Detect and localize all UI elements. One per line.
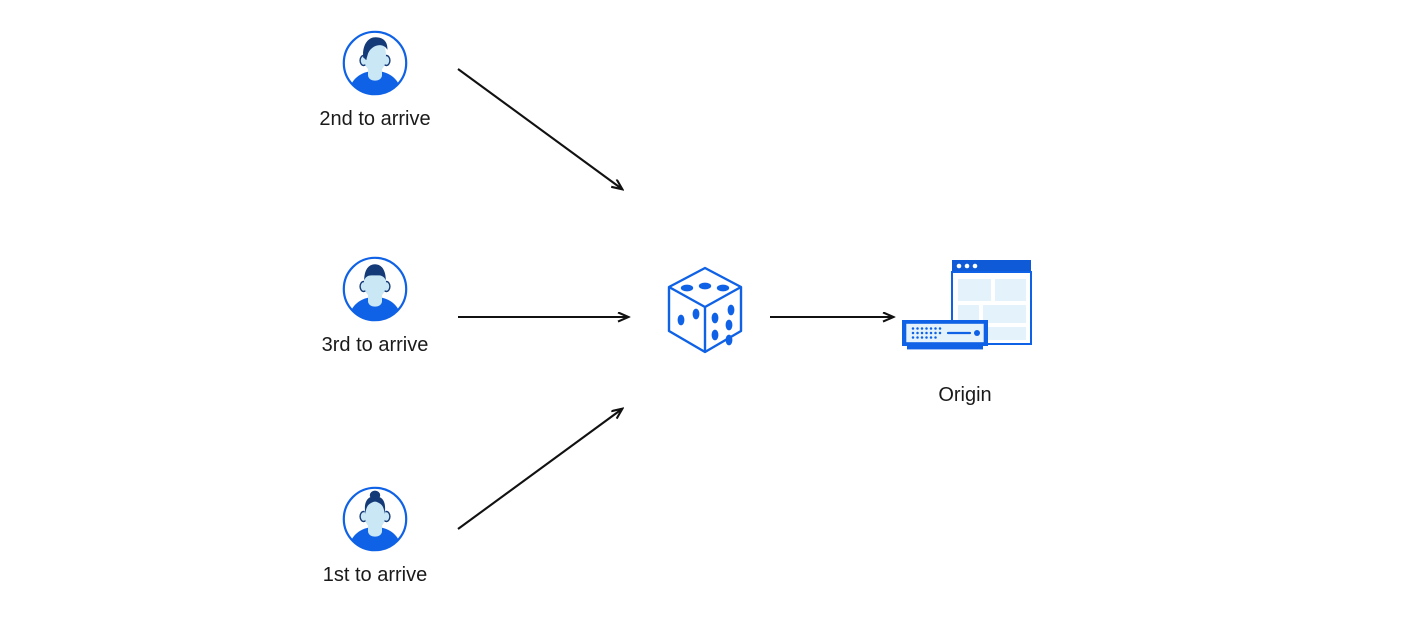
node-visitor-1st[interactable]: 1st to arrive: [285, 486, 465, 588]
user-avatar-icon: [342, 486, 408, 552]
node-label: Origin: [938, 384, 992, 406]
node-label: 3rd to arrive: [321, 334, 429, 356]
arrow-2nd-to-dice: [457, 68, 622, 189]
dice-icon: [661, 262, 749, 363]
node-randomizer[interactable]: [645, 262, 765, 363]
node-visitor-2nd[interactable]: 2nd to arrive: [285, 30, 465, 132]
server-device: [902, 320, 988, 350]
arrow-1st-to-dice: [457, 409, 622, 530]
browser-window: [951, 260, 1032, 345]
origin-server-icon: [895, 256, 1035, 366]
node-label: 1st to arrive: [322, 564, 428, 586]
node-origin[interactable]: Origin: [870, 256, 1060, 408]
node-label: 2nd to arrive: [319, 108, 431, 130]
node-visitor-3rd[interactable]: 3rd to arrive: [285, 256, 465, 358]
user-avatar-icon: [342, 256, 408, 322]
user-avatar-icon: [342, 30, 408, 96]
